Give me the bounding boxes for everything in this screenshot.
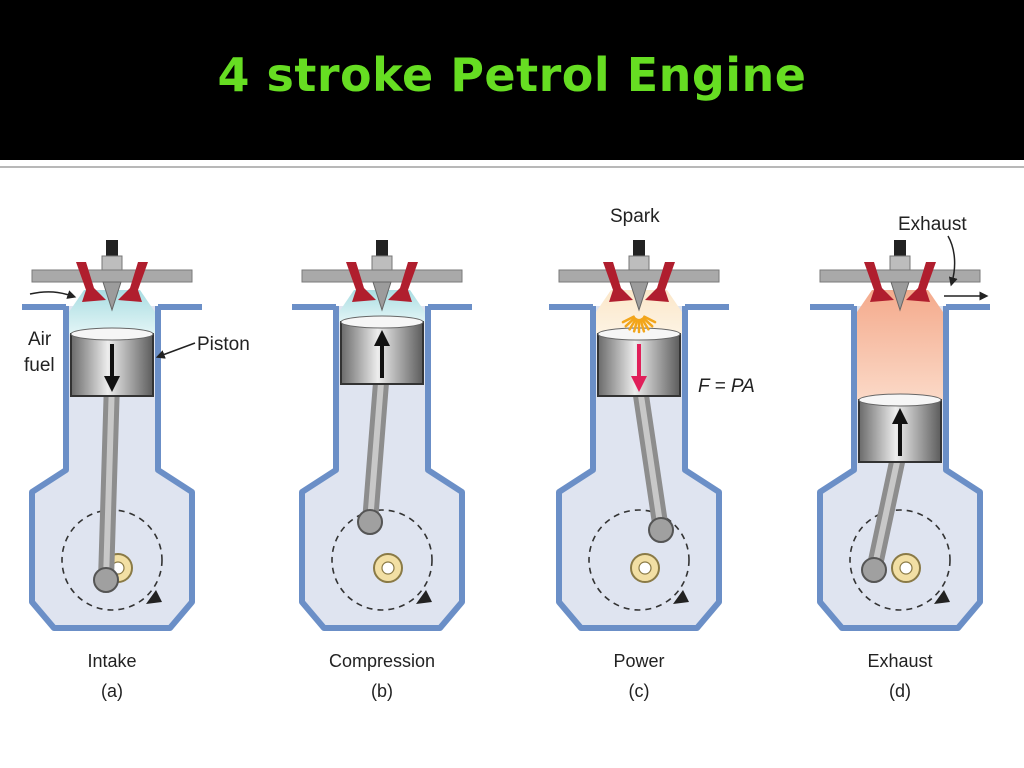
- spark-plug-tip: [372, 281, 392, 312]
- stroke-letter: (c): [629, 681, 650, 701]
- crank-bearing-hole: [381, 561, 395, 575]
- crank-path: [849, 509, 951, 611]
- motion-arrow-head: [104, 376, 120, 392]
- spark-plug-icon: [633, 240, 645, 256]
- piston-crown: [70, 327, 154, 341]
- crank-bearing-hole: [899, 561, 913, 575]
- spark-plug-tip: [629, 281, 649, 312]
- motion-arrow-head: [374, 330, 390, 346]
- rotation-arrow-icon: [934, 590, 950, 604]
- cylinder-head: [301, 269, 463, 283]
- spark-ray: [642, 316, 654, 328]
- fuel-label: fuel: [24, 355, 55, 376]
- cylinder-head: [558, 269, 720, 283]
- piston-label: Piston: [197, 334, 250, 355]
- crank-bearing-hole: [638, 561, 652, 575]
- stroke-name: Compression: [329, 651, 435, 671]
- piston-crown: [340, 315, 424, 329]
- exhaust-valve: [388, 262, 418, 302]
- cylinder-unit: [549, 240, 729, 631]
- piston-crown: [858, 393, 942, 407]
- rotation-arrow-icon: [416, 590, 432, 604]
- cylinder-head: [819, 269, 981, 283]
- cylinder-head: [31, 269, 193, 283]
- rotation-arrow-icon: [673, 590, 689, 604]
- connecting-rod-highlight: [367, 367, 385, 525]
- spark-plug-tip: [890, 281, 910, 312]
- charge: [857, 290, 943, 400]
- spark-plug-icon: [376, 240, 388, 256]
- motion-arrow-head: [892, 408, 908, 424]
- force-label: F = PA: [698, 376, 755, 397]
- spark-plug-tip: [102, 281, 122, 312]
- stroke-letter: (a): [101, 681, 123, 701]
- intake-valve: [864, 262, 894, 302]
- stroke-name: Intake: [87, 651, 136, 671]
- cylinder-unit: [810, 240, 990, 631]
- connecting-rod-highlight: [103, 379, 115, 583]
- title-bar: [0, 0, 1024, 160]
- spark-plug-body: [628, 255, 650, 271]
- stroke-letter: (d): [889, 681, 911, 701]
- spark-ray: [632, 318, 639, 333]
- spark-plug-body: [889, 255, 911, 271]
- cylinder-unit: [22, 240, 202, 631]
- crank-path: [331, 509, 433, 611]
- spark-ray: [640, 317, 650, 331]
- crank-pin: [648, 517, 674, 543]
- intake-valve: [603, 262, 633, 302]
- title-divider: [0, 160, 1024, 168]
- page-title: 4 stroke Petrol Engine: [217, 48, 807, 102]
- stroke-name: Exhaust: [867, 651, 932, 671]
- piston-leader: [155, 342, 196, 359]
- connecting-rod-highlight: [636, 379, 664, 533]
- spark-plug-icon: [106, 240, 118, 256]
- spark-plug-icon: [894, 240, 906, 256]
- motion-arrow-head: [631, 376, 647, 392]
- exhaust-valve: [118, 262, 148, 302]
- crank-pin: [93, 567, 119, 593]
- spark-label: Spark: [610, 206, 660, 227]
- spark-ray: [628, 317, 638, 331]
- cylinder-unit: [292, 240, 472, 631]
- intake-valve: [346, 262, 376, 302]
- exhaust-label: Exhaust: [898, 214, 967, 235]
- spark-ray: [621, 315, 635, 324]
- exhaust-valve: [645, 262, 675, 302]
- spark-plug-body: [101, 255, 123, 271]
- intake-flow-arrow-icon: [29, 290, 77, 299]
- exhaust-leader: [947, 235, 958, 287]
- air-label: Air: [28, 329, 52, 350]
- connecting-rod-highlight: [871, 445, 903, 573]
- stroke-name: Power: [613, 651, 664, 671]
- crank-pin: [357, 509, 383, 535]
- spark-ray: [639, 318, 646, 333]
- spark-ray: [643, 315, 657, 324]
- exhaust-valve: [906, 262, 936, 302]
- rotation-arrow-icon: [146, 590, 162, 604]
- spark-plug-body: [371, 255, 393, 271]
- crank-pin: [861, 557, 887, 583]
- intake-valve: [76, 262, 106, 302]
- stroke-letter: (b): [371, 681, 393, 701]
- crank-path: [588, 509, 690, 611]
- spark-ray: [624, 316, 636, 328]
- spark-burst-icon: [621, 315, 657, 334]
